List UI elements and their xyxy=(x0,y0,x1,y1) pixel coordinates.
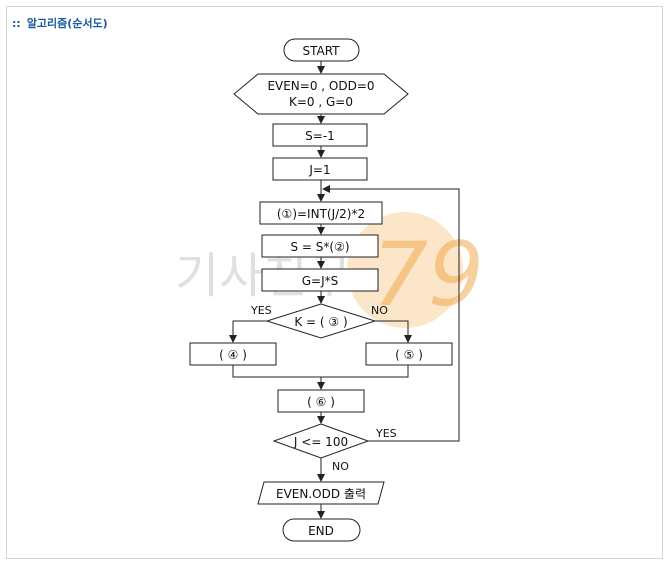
no-branch-line xyxy=(375,320,412,343)
j-init-label: J=1 xyxy=(308,163,330,177)
step2-label: S = S*(②) xyxy=(290,240,349,254)
loop-back-line xyxy=(322,185,460,442)
end-label: END xyxy=(308,524,334,538)
step3-box xyxy=(261,268,379,292)
watermark-number: 79 xyxy=(372,223,484,326)
s-init-label: S=-1 xyxy=(305,129,335,143)
init-hexagon xyxy=(233,73,409,115)
s-init-box xyxy=(272,123,368,147)
end-terminal xyxy=(282,518,361,542)
box4-label: ( ④ ) xyxy=(219,348,247,362)
no-down-label: NO xyxy=(332,460,349,473)
output-label: EVEN.ODD 출력 xyxy=(276,487,366,501)
box5 xyxy=(365,342,453,366)
yes-loop-label: YES xyxy=(375,427,397,440)
yes-branch-line xyxy=(229,320,267,343)
decision-k-label: K = ( ③ ) xyxy=(294,315,347,329)
section-header: :: 알고리즘(순서도) xyxy=(12,14,108,32)
header-bullet: :: xyxy=(12,16,21,30)
step1-label: (①)=INT(J/2)*2 xyxy=(277,207,365,221)
decision-k-diamond xyxy=(265,303,377,339)
box6-label: ( ⑥ ) xyxy=(307,395,335,409)
j-init-box xyxy=(272,157,368,181)
init-label-line1: EVEN=0 , ODD=0 xyxy=(267,79,374,93)
step2-box xyxy=(261,234,379,258)
header-title: 알고리즘(순서도) xyxy=(26,17,108,30)
init-label-line2: K=0 , G=0 xyxy=(289,95,353,109)
box5-label: ( ⑤ ) xyxy=(395,348,423,362)
merge-line xyxy=(232,365,409,378)
start-label: START xyxy=(302,44,340,58)
step3-label: G=J*S xyxy=(302,274,339,288)
decision-j-label: J <= 100 xyxy=(293,435,348,449)
output-parallelogram xyxy=(257,481,385,505)
yes-left-label: YES xyxy=(250,304,272,317)
no-right-label: NO xyxy=(371,304,388,317)
